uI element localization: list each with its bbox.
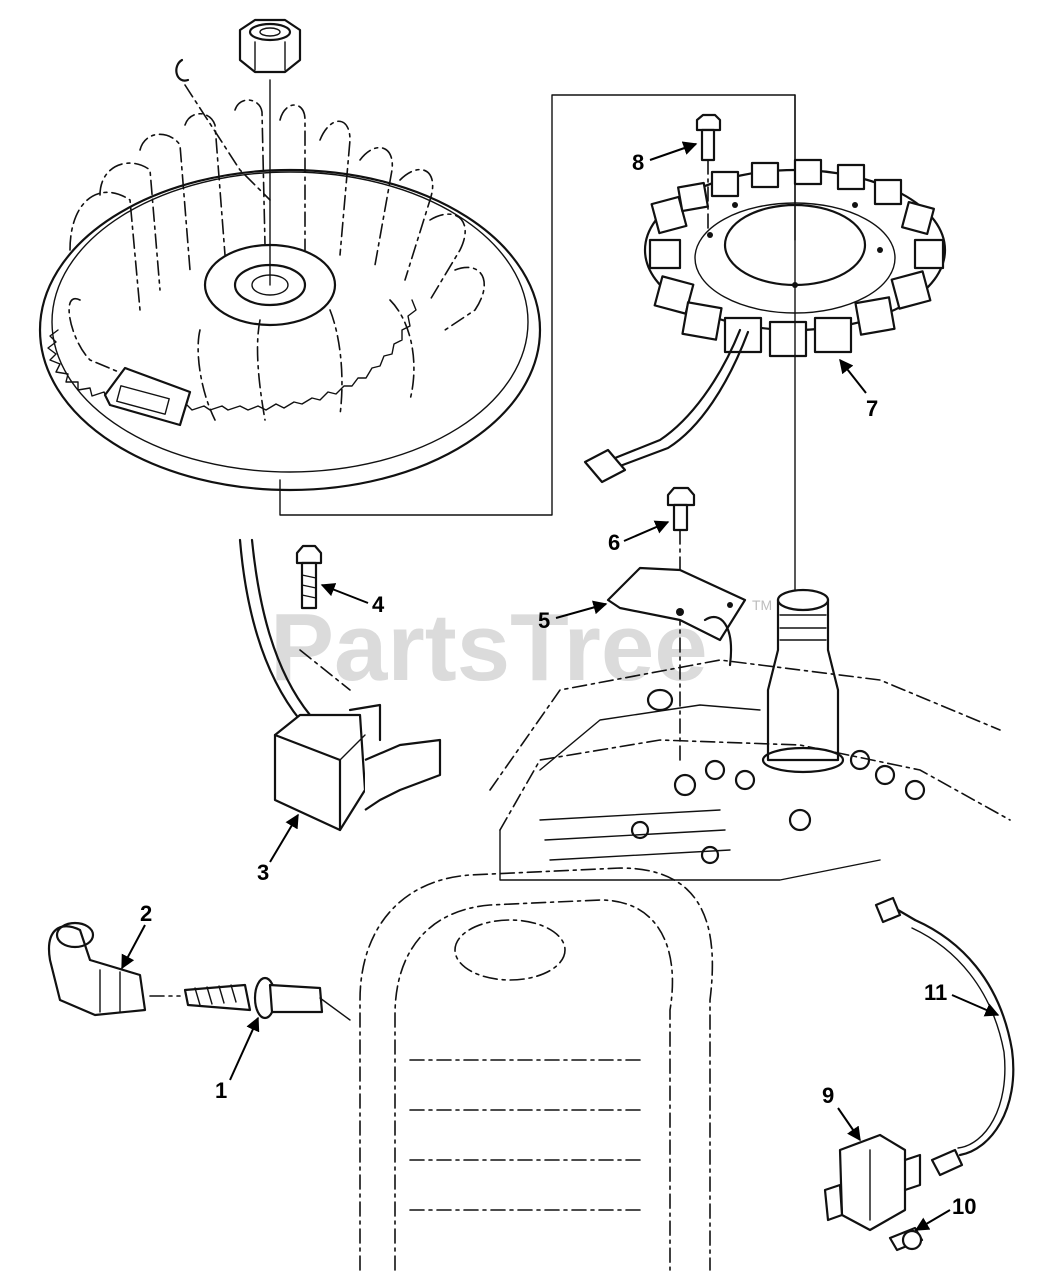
- wire-harness: [874, 896, 1015, 1177]
- callout-8: 8: [632, 150, 644, 175]
- callout-4: 4: [372, 592, 385, 617]
- callout-10: 10: [952, 1194, 976, 1219]
- spark-plug: [149, 976, 351, 1021]
- mounting-bracket: [606, 566, 747, 642]
- flywheel-key: [175, 58, 190, 82]
- voltage-regulator: [823, 1133, 922, 1232]
- callout-5: 5: [538, 608, 550, 633]
- spark-plug-boot: [47, 921, 147, 1017]
- regulator-screw: [888, 1226, 924, 1252]
- engine-block: [489, 615, 1011, 881]
- callout-arrows: [121, 141, 1000, 1231]
- flywheel: [38, 79, 542, 492]
- cylinder-housing: [359, 867, 714, 1271]
- ignition-coil: [238, 538, 442, 832]
- callout-labels: 1 2 3 4 5 6 7 8 9 10 11: [140, 150, 976, 1219]
- bracket-screw: [666, 486, 696, 761]
- watermark-trademark: TM: [752, 597, 772, 613]
- stator-screw: [695, 113, 722, 231]
- callout-7: 7: [866, 396, 878, 421]
- callout-9: 9: [822, 1083, 834, 1108]
- callout-11: 11: [924, 980, 947, 1005]
- callout-2: 2: [140, 901, 152, 926]
- flywheel-nut: [238, 18, 302, 74]
- callout-6: 6: [608, 530, 620, 555]
- callout-3: 3: [257, 860, 269, 885]
- stator: [583, 94, 947, 591]
- crankshaft: [761, 588, 845, 774]
- coil-screw: [295, 544, 323, 610]
- callout-1: 1: [215, 1078, 227, 1103]
